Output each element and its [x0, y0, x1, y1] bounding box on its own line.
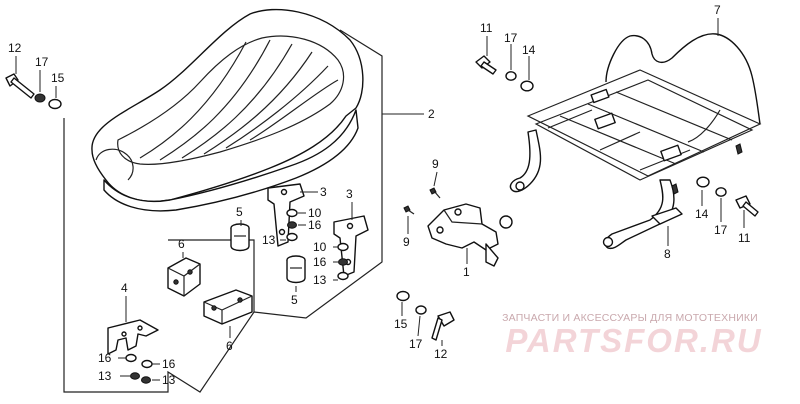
leader-lines [15, 18, 745, 381]
bolt-11-upper [475, 55, 497, 75]
callout-13-upper: 13 [262, 233, 276, 247]
washer-nut-stack-upper [286, 208, 298, 242]
washer-14-lower-rack [696, 176, 710, 188]
callout-3-right-bracket: 3 [346, 187, 353, 201]
callout-13-right: 13 [162, 373, 176, 387]
washer-17-lower [415, 305, 427, 315]
bolt-12-lower [431, 311, 455, 341]
callout-9-lower: 9 [403, 235, 410, 249]
washer-17-lower-rack [715, 187, 727, 197]
callout-11-lower-rack: 11 [738, 231, 751, 245]
seat-assembly [91, 8, 364, 212]
callout-2-seat: 2 [428, 107, 435, 121]
callout-15-lower: 15 [394, 317, 408, 331]
callout-16-right: 16 [162, 357, 176, 371]
rear-carrier-rack-7 [509, 33, 762, 250]
callout-17-upper-rack: 17 [504, 31, 518, 45]
bolt-12-upper-left [5, 73, 35, 99]
callout-16-upper: 16 [308, 218, 322, 232]
watermark-caption: ЗАПЧАСТИ И АКСЕССУАРЫ ДЛЯ МОТОТЕХНИКИ [502, 312, 758, 324]
seat-hook-bracket-4 [107, 319, 159, 355]
rubber-cushion-5-left [230, 223, 250, 252]
washer-nut-stack-bracket-4 [125, 353, 153, 384]
callout-9-upper: 9 [432, 157, 439, 171]
watermark-logo: PARTSFOR.RU [505, 322, 763, 359]
callout-11-upper-rack: 11 [480, 21, 493, 35]
callout-16-lower: 16 [313, 255, 327, 269]
rubber-block-6-upper [167, 257, 201, 297]
callout-14-lower-rack: 14 [695, 207, 709, 221]
rubber-block-6-lower [203, 289, 253, 325]
callout-3-left-bracket: 3 [320, 185, 327, 199]
callout-labels: 12 17 15 2 3 3 10 16 13 10 16 13 5 5 6 6… [8, 3, 751, 387]
washer-14-upper-rack [520, 80, 534, 92]
washer-15-lower [396, 290, 410, 302]
callout-17-lower: 17 [409, 337, 423, 351]
callout-4-hook-bracket: 4 [121, 281, 128, 295]
seat-group-outline-inner [168, 239, 255, 312]
seat-group-outline [63, 29, 383, 393]
rack-rubber-pad-8 [651, 207, 683, 225]
washer-nut-stack-lower [337, 242, 349, 281]
seat-lock-latch-1 [427, 203, 513, 267]
bracket-3-left [267, 183, 305, 247]
callout-8-pad: 8 [664, 247, 671, 261]
callout-5-left-cushion: 5 [236, 205, 243, 219]
bolt-9-upper [429, 187, 441, 199]
callout-10-upper: 10 [308, 206, 322, 220]
callout-17-lower-rack: 17 [714, 223, 728, 237]
callout-12-lower: 12 [434, 347, 448, 361]
callout-14-upper-rack: 14 [522, 43, 536, 57]
washer-15-upper-left [48, 98, 62, 110]
bolt-11-lower [735, 195, 759, 217]
callout-5-right-cushion: 5 [291, 293, 298, 307]
bolt-9-lower [403, 205, 415, 215]
washer-17-upper-rack [505, 71, 517, 81]
callout-6-lower-block: 6 [226, 339, 233, 353]
washer-17-upper-left [34, 93, 46, 103]
rubber-cushion-5-right [286, 255, 306, 284]
callout-6-upper-block: 6 [178, 237, 185, 251]
callout-13-left: 13 [98, 369, 112, 383]
callout-1-latch: 1 [463, 265, 470, 279]
callout-13-lower: 13 [313, 273, 327, 287]
callout-12-upper-left: 12 [8, 41, 22, 55]
callout-10-lower: 10 [313, 240, 327, 254]
callout-7-rack: 7 [714, 3, 721, 17]
callout-17-upper-left: 17 [35, 55, 49, 69]
callout-16-left: 16 [98, 351, 112, 365]
callout-15-upper-left: 15 [51, 71, 65, 85]
